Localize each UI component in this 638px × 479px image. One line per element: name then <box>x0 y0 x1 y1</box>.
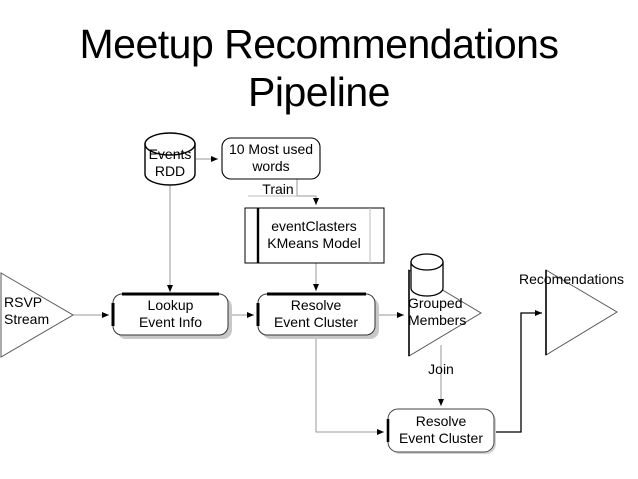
page-title: Meetup Recommendations Pipeline <box>79 21 559 115</box>
node-lookup-event-info[interactable] <box>111 292 232 339</box>
edge-join-to-recomendations <box>494 310 542 433</box>
node-rsvp-stream[interactable] <box>0 272 74 358</box>
join-label: Join <box>428 361 454 377</box>
node-recomendations[interactable] <box>545 269 618 356</box>
edge-resolve-to-join <box>315 335 384 435</box>
edge-words-to-model <box>296 179 319 205</box>
recomendations-label: Recomendations <box>519 271 625 287</box>
node-resolve-event-cluster-join[interactable] <box>386 408 496 454</box>
node-events-rdd[interactable] <box>144 132 196 186</box>
node-ten-most-used-words[interactable] <box>221 137 321 180</box>
node-resolve-event-cluster-main[interactable] <box>256 292 379 339</box>
train-label: Train <box>262 181 294 197</box>
node-event-clasters-kmeans-model[interactable] <box>244 207 385 264</box>
node-grouped-members-store[interactable] <box>410 253 444 297</box>
